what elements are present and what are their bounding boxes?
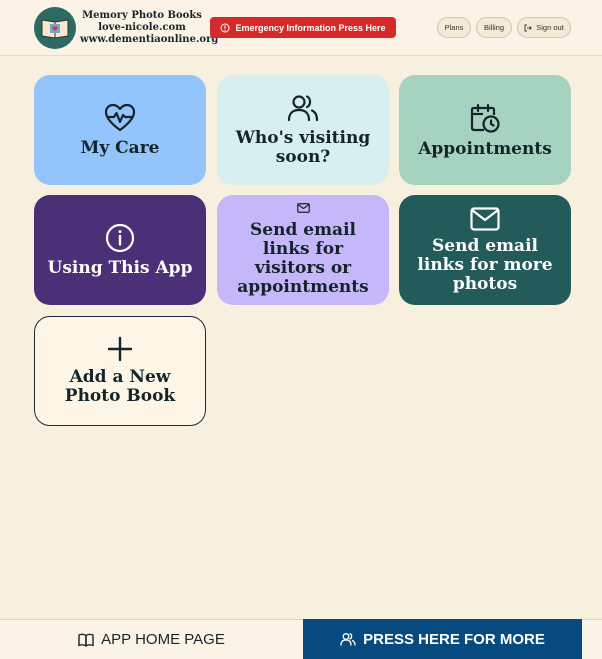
tile-label: Send email links for more photos [417, 235, 553, 294]
plans-label: Plans [444, 23, 464, 32]
tile-whos-visiting[interactable]: Who's visiting soon? [217, 75, 389, 185]
alert-icon [220, 23, 230, 32]
tile-send-email-photos[interactable]: Send email links for more photos [399, 195, 571, 305]
brand-line: love-nicole.com [98, 22, 186, 33]
tile-label: My Care [80, 137, 160, 158]
plus-icon [107, 336, 133, 362]
sign-out-label: Sign out [536, 23, 564, 32]
mail-icon [296, 203, 310, 213]
press-here-for-more-button[interactable]: PRESS HERE FOR MORE [303, 619, 582, 659]
footer-strip [582, 619, 602, 659]
photo-book-logo[interactable] [34, 7, 76, 49]
emergency-label: Emergency Information Press Here [235, 22, 386, 33]
tile-send-email-visitors[interactable]: Send email links for visitors or appoint… [217, 195, 389, 305]
tile-label: Appointments [418, 138, 552, 159]
users-icon [287, 93, 319, 123]
tile-using-this-app[interactable]: Using This App [34, 195, 206, 305]
app-home-label: APP HOME PAGE [101, 631, 225, 648]
brand-text: Memory Photo Books love-nicole.com www.d… [80, 10, 219, 46]
app-header: Memory Photo Books love-nicole.com www.d… [0, 0, 602, 56]
book-open-icon [78, 633, 94, 647]
tile-my-care[interactable]: My Care [34, 75, 206, 185]
brand-line: Memory Photo Books [82, 10, 202, 21]
emergency-button[interactable]: Emergency Information Press Here [210, 17, 396, 38]
press-here-label: PRESS HERE FOR MORE [363, 630, 545, 648]
heart-pulse-icon [104, 103, 136, 133]
info-icon [105, 223, 135, 253]
billing-label: Billing [483, 23, 504, 32]
billing-button[interactable]: Billing [476, 17, 512, 38]
tile-label: Add a New Photo Book [64, 367, 176, 406]
sign-out-icon [524, 24, 533, 31]
tile-add-photo-book[interactable]: Add a New Photo Book [34, 316, 206, 426]
tile-label: Using This App [47, 257, 193, 278]
app-home-button[interactable]: APP HOME PAGE [0, 619, 303, 659]
tile-label: Send email links for visitors or appoint… [237, 220, 369, 297]
users-icon [340, 633, 356, 646]
sign-out-button[interactable]: Sign out [517, 17, 571, 38]
mail-icon [470, 206, 500, 231]
tile-label: Who's visiting soon? [235, 128, 371, 167]
plans-button[interactable]: Plans [437, 17, 471, 38]
tile-appointments[interactable]: Appointments [399, 75, 571, 185]
brand-line: www.dementiaonline.org [80, 34, 219, 45]
calendar-clock-icon [469, 102, 501, 134]
